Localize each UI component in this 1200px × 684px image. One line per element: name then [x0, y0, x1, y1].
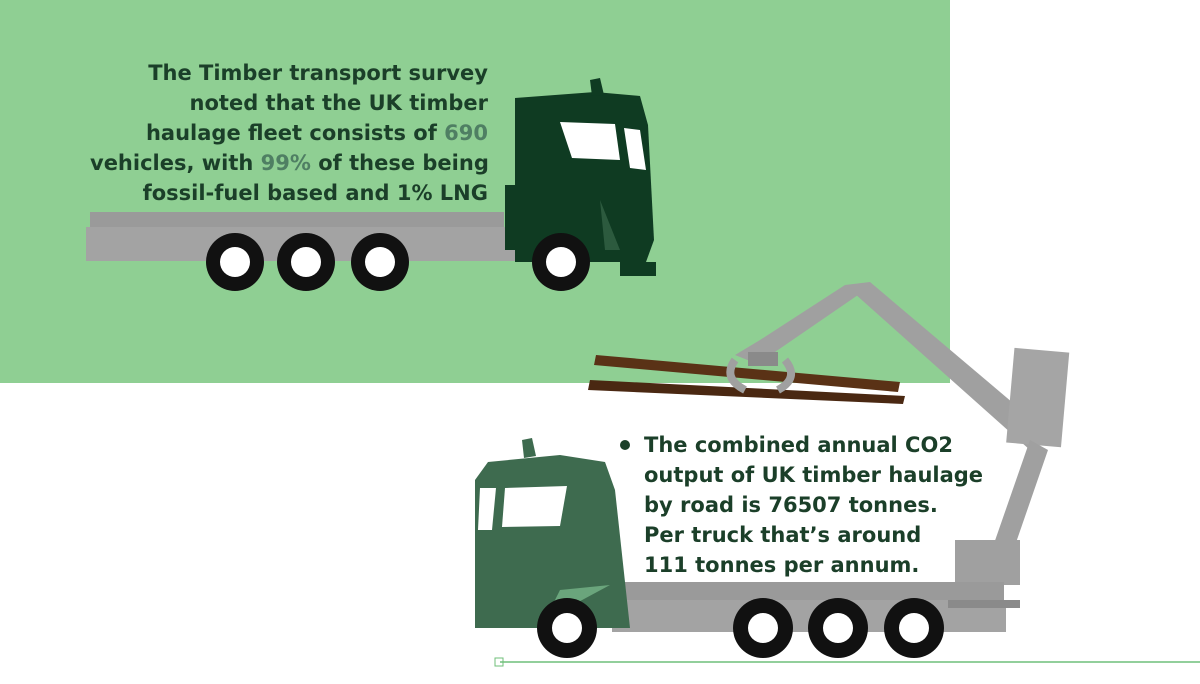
top-text-line-4-post: of these being	[310, 151, 489, 175]
bottom-text-line-4: Per truck that’s around	[644, 523, 922, 547]
ground-line-handle	[494, 657, 504, 667]
crane-truck-beacon	[522, 438, 536, 458]
top-text-line-5: fossil-fuel based and 1% LNG	[142, 181, 488, 205]
truck-windshield	[560, 122, 620, 160]
fleet-count-highlight: 690	[444, 121, 488, 145]
green-background-panel	[0, 0, 950, 383]
truck-trailer-rail	[90, 212, 504, 227]
truck-side-window	[624, 128, 646, 170]
crane-truck-side-window	[478, 488, 496, 530]
top-text-line-2: noted that the UK timber	[189, 91, 488, 115]
logs-icon	[588, 355, 905, 404]
co2-output-text: The combined annual CO2 output of UK tim…	[644, 430, 1004, 580]
crane-arm	[726, 282, 1070, 585]
truck-icon	[86, 78, 656, 291]
truck-mirror	[505, 185, 520, 250]
fossil-percent-highlight: 99%	[260, 151, 311, 175]
truck-cab-beacon	[590, 78, 604, 96]
truck-mudflap	[620, 262, 656, 276]
top-text-line-3: haulage fleet consists of 690	[90, 118, 488, 148]
bottom-text-line-5: 111 tonnes per annum.	[644, 553, 920, 577]
crane-truck-bed-top	[618, 582, 1004, 600]
truck-cab	[515, 92, 654, 262]
crane-truck-icon	[475, 438, 1020, 658]
truck-cab-stripe	[600, 200, 620, 250]
bottom-text-line-3: by road is 76507 tonnes.	[644, 493, 938, 517]
top-text-line-4-pre: vehicles, with	[90, 151, 261, 175]
top-text-line-3-pre: haulage fleet consists of	[145, 121, 445, 145]
top-text-line-4: vehicles, with 99% of these being	[90, 148, 489, 178]
bottom-text-line-1: The combined annual CO2	[644, 433, 953, 457]
crane-truck-windshield	[502, 486, 567, 527]
bullet-icon	[620, 440, 630, 450]
truck-wheels	[206, 233, 590, 291]
fleet-statistics-text: The Timber transport survey noted that t…	[90, 58, 489, 208]
top-text-line-1: The Timber transport survey	[148, 61, 488, 85]
crane-truck-wheels	[537, 598, 944, 658]
bottom-text-line-2: output of UK timber haulage	[644, 463, 984, 487]
